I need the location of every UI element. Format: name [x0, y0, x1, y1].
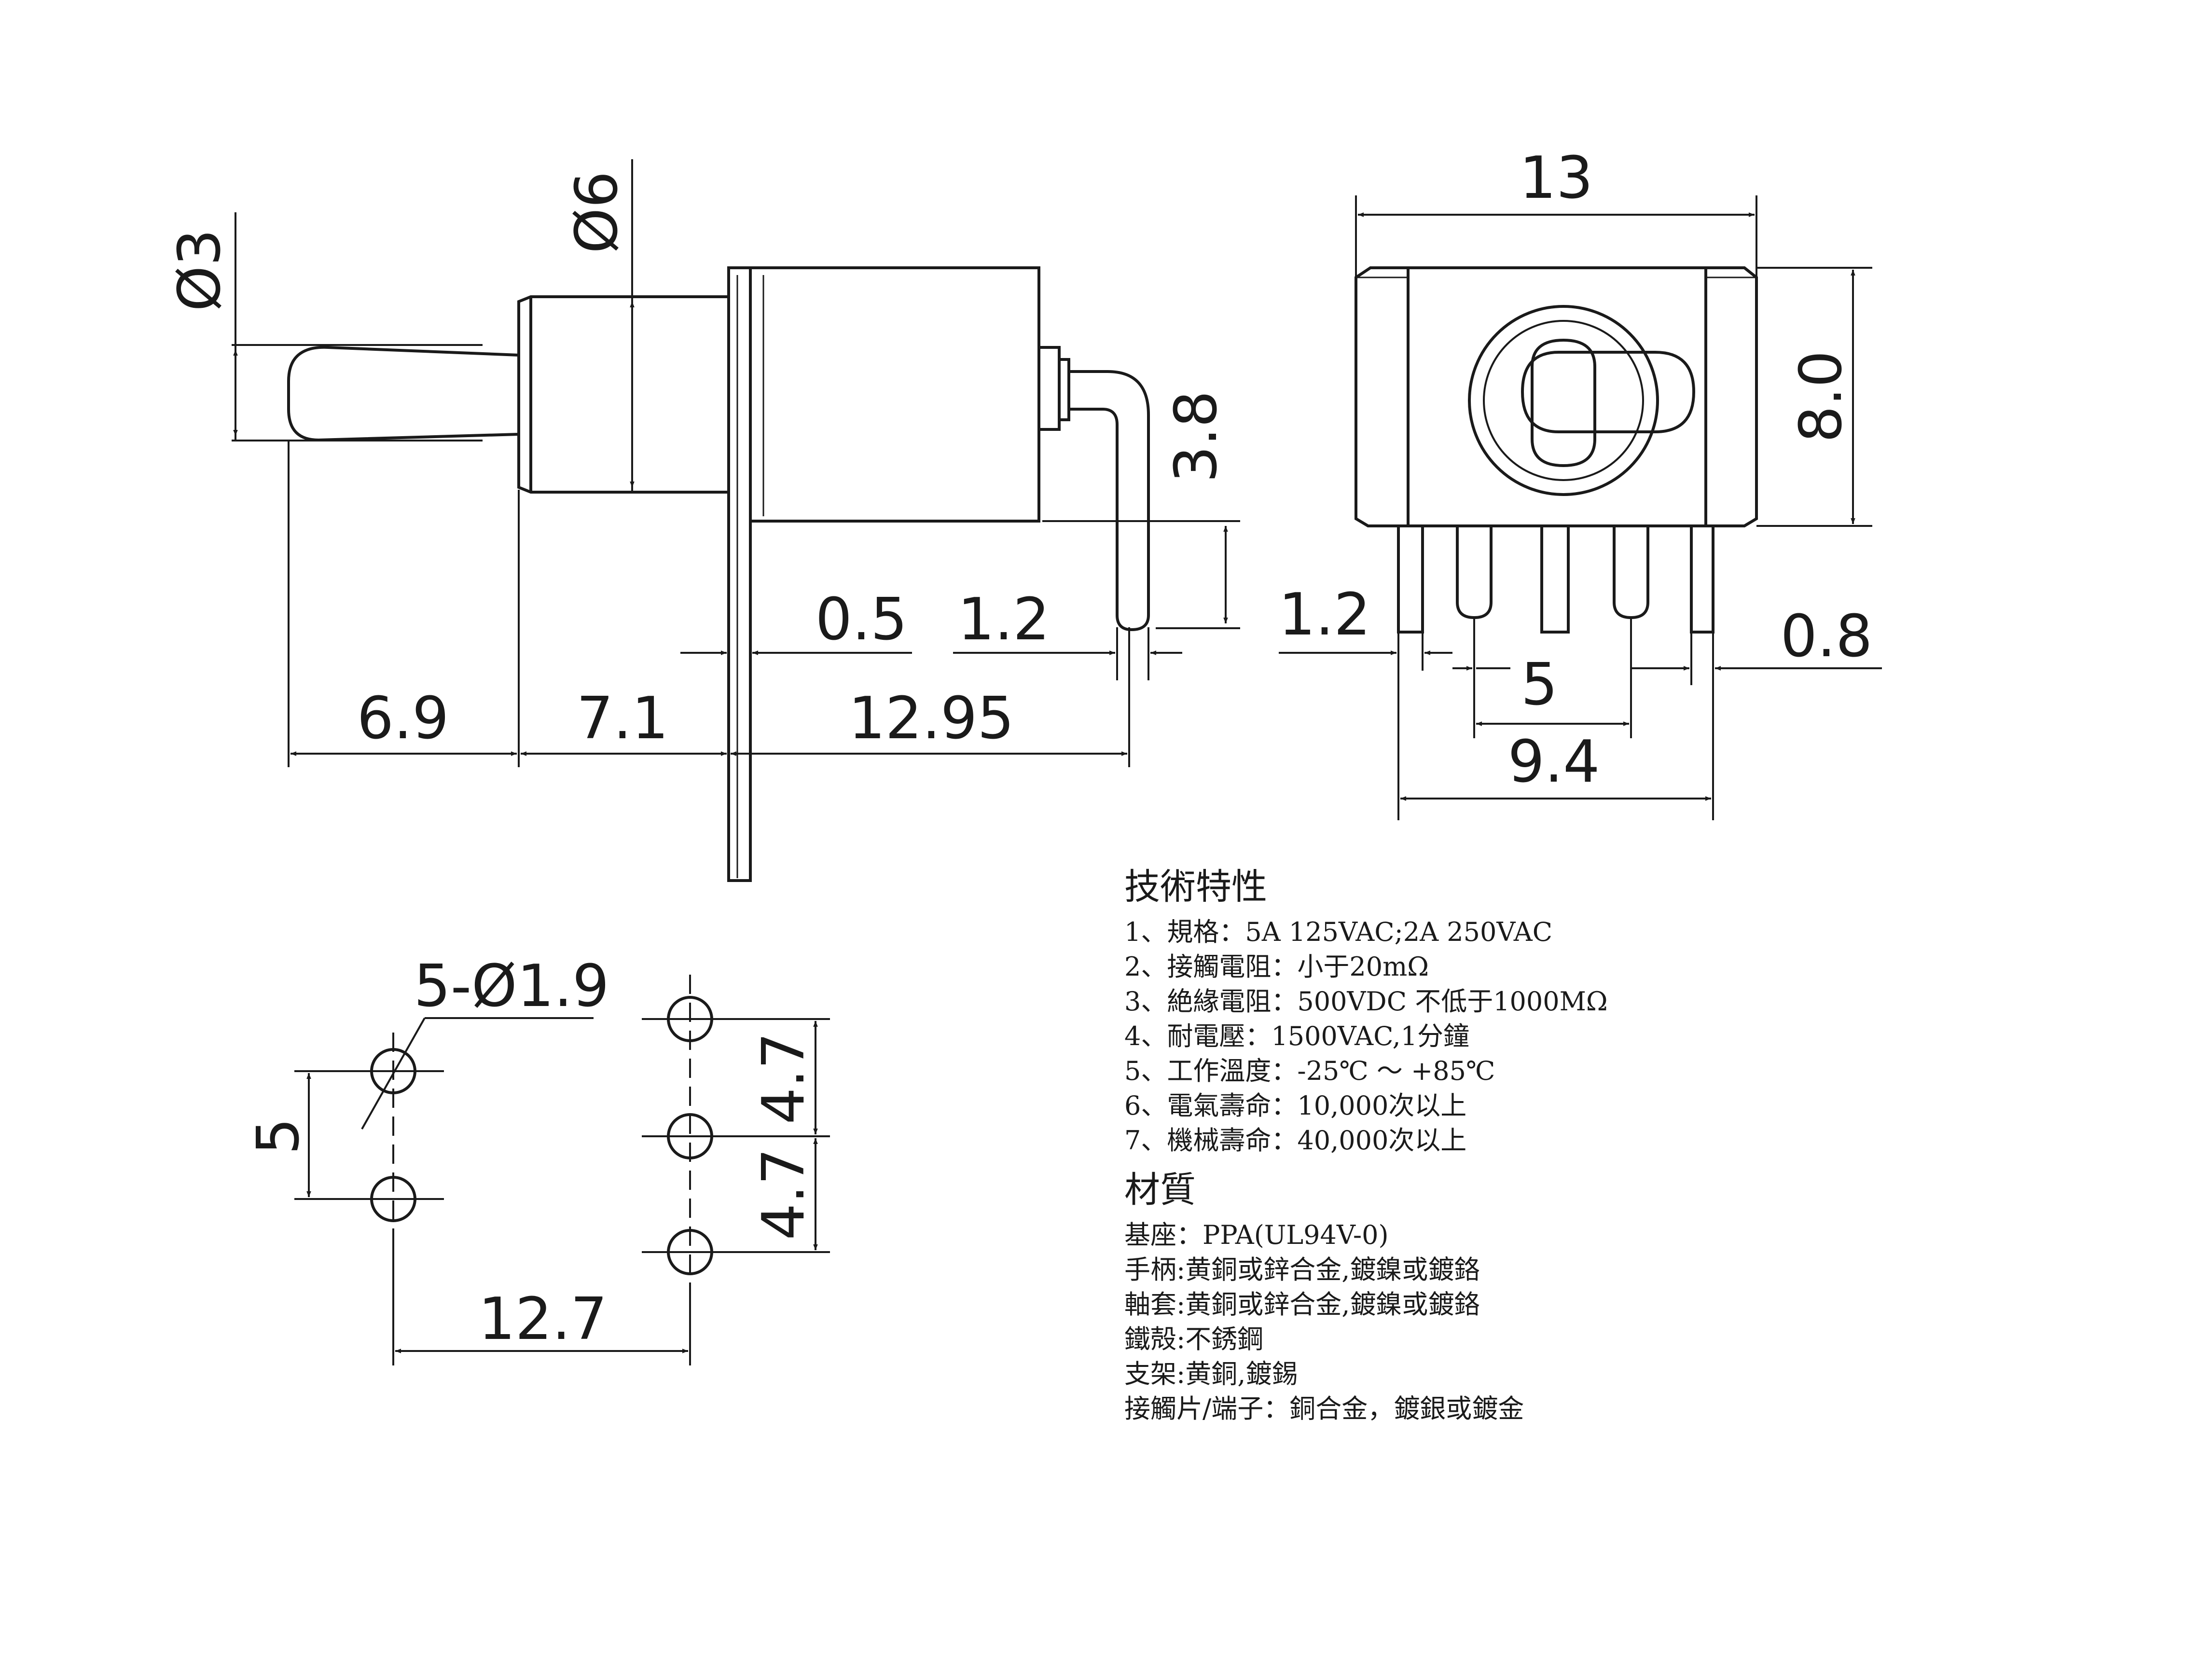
spec-item: 5、工作溫度：-25℃ ～ +85℃: [1124, 1056, 1495, 1086]
handle-outline: [287, 345, 519, 442]
pin-4: [1613, 526, 1649, 620]
body-outline: [749, 266, 1040, 523]
front-view-labels: 13 8.0 1.2 5 9.4 0.8: [1279, 145, 1873, 796]
side-view-labels: Ø3 Ø6 3.8 0.5 1.2 6.9 7.1 12.95: [166, 171, 1230, 752]
dim-pin-width: 1.2: [1279, 581, 1371, 648]
dim-body-length: 12.95: [848, 685, 1014, 752]
front-view: [1355, 266, 1758, 634]
pcb-layout-dimensions: [294, 975, 830, 1365]
front-handle-inner: [1531, 338, 1596, 468]
dim-bracket-thickness: 0.5: [816, 586, 908, 653]
bracket-outline: [727, 266, 752, 882]
front-view-dimensions: [1279, 195, 1882, 820]
material-item: 支架:黄銅,鍍錫: [1124, 1359, 1298, 1389]
dim-holes: 5-Ø1.9: [414, 953, 609, 1020]
spec-item: 7、機械壽命：40,000次以上: [1124, 1125, 1467, 1156]
housing-outline: [1355, 266, 1758, 527]
spec-item: 4、耐電壓：1500VAC,1分鐘: [1124, 1021, 1470, 1051]
dim-bushing-length: 7.1: [577, 685, 669, 752]
material-item: 手柄:黄銅或鋅合金,鍍鎳或鍍鉻: [1124, 1254, 1480, 1285]
dim-bracket-width: 0.8: [1781, 603, 1873, 670]
material-item: 基座：PPA(UL94V-0): [1124, 1220, 1389, 1250]
pin-1: [1397, 526, 1424, 634]
terminal-outline: [1069, 370, 1150, 632]
spec-item: 6、電氣壽命：10,000次以上: [1124, 1090, 1467, 1121]
dim-bushing-dia: Ø6: [564, 171, 631, 254]
bushing-outline: [517, 295, 730, 494]
pin-5: [1690, 526, 1714, 634]
material-title: 材質: [1124, 1169, 1196, 1211]
front-handle-lever: [1521, 351, 1696, 433]
dim-width: 13: [1520, 145, 1593, 212]
pin-2: [1456, 526, 1493, 620]
material-item: 軸套:黄銅或鋅合金,鍍鎳或鍍鉻: [1124, 1289, 1480, 1320]
material-item: 鐵殻:不銹鋼: [1124, 1324, 1264, 1354]
dim-spacing-upper: 4.7: [750, 1033, 817, 1125]
dim-handle-dia: Ø3: [166, 229, 234, 312]
dim-spacing-lower: 4.7: [750, 1148, 817, 1240]
pcb-layout-labels: 5-Ø1.9 5 4.7 4.7 12.7: [245, 953, 817, 1353]
dim-row-spacing: 5: [245, 1118, 312, 1155]
dim-pin-span: 9.4: [1508, 729, 1600, 796]
dim-height: 8.0: [1788, 351, 1855, 443]
dim-pitch: 5: [1521, 651, 1558, 718]
pin-3: [1540, 526, 1570, 634]
spec-item: 2、接觸電阻：小于20mΩ: [1124, 951, 1429, 982]
material-item: 接觸片/端子：銅合金，鍍銀或鍍金: [1124, 1393, 1524, 1424]
dim-terminal-height: 3.8: [1163, 391, 1230, 483]
specs-title: 技術特性: [1124, 866, 1267, 908]
bushing-ring-inner: [1483, 320, 1644, 481]
side-view: [287, 266, 1150, 882]
dim-column-spacing: 12.7: [478, 1286, 607, 1353]
side-view-dimensions: [232, 159, 1240, 767]
specifications-panel: 技術特性 1、規格：5A 125VAC;2A 250VAC 2、接觸電阻：小于2…: [1124, 864, 2041, 1426]
spec-item: 3、絶緣電阻：500VDC 不低于1000MΩ: [1124, 986, 1608, 1017]
spec-item: 1、規格：5A 125VAC;2A 250VAC: [1124, 917, 1553, 947]
dim-handle-length: 6.9: [357, 685, 449, 752]
dim-terminal-offset: 1.2: [958, 586, 1050, 653]
bushing-ring-outer: [1468, 305, 1659, 496]
